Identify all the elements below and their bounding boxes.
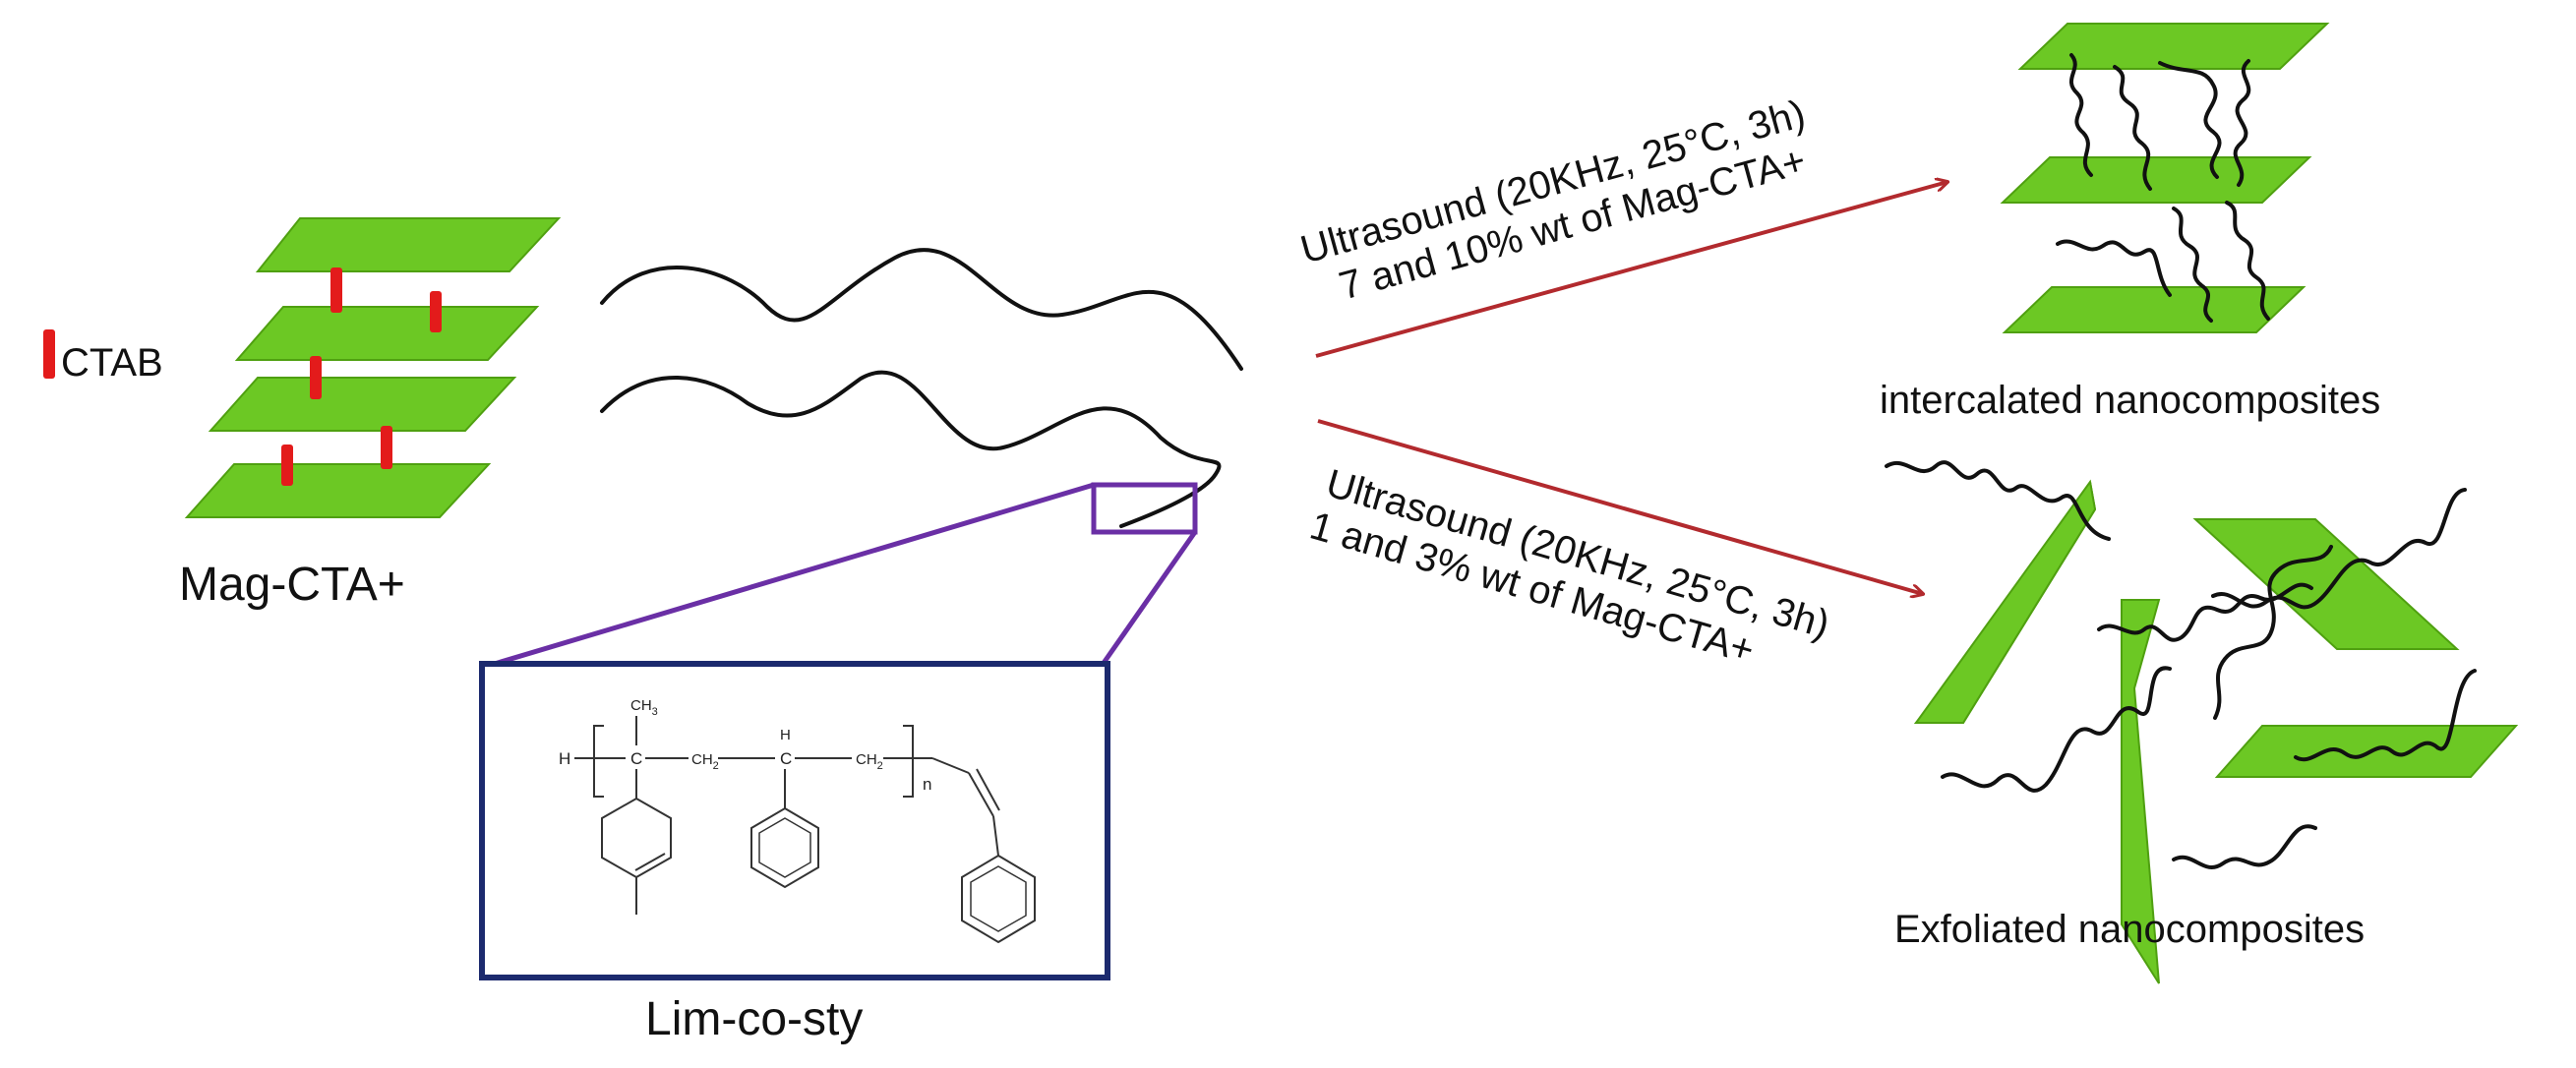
clay-sheet [2214, 725, 2519, 778]
structure-repeat-n: n [923, 775, 931, 794]
exfoliated-label: Exfoliated nanocomposites [1894, 908, 2365, 951]
polymer-chain [2225, 201, 2270, 321]
polymer-chain [2233, 59, 2251, 187]
ctab-legend-swatch [43, 329, 55, 379]
zoom-guide-line [487, 482, 1095, 669]
clay-sheet [2000, 156, 2312, 204]
structure-quaternary-carbon: C [630, 749, 642, 768]
intercalated-nanocomposite: intercalated nanocomposites [1880, 23, 2380, 422]
repeat-bracket-left [593, 725, 604, 798]
ctab-legend-label: CTAB [61, 341, 163, 385]
structure-ch2-b: CH2 [856, 751, 883, 772]
polymer-chain [2056, 239, 2172, 297]
exfoliated-nanocomposite: Exfoliated nanocomposites [1885, 460, 2519, 984]
ctab-pillar [281, 445, 293, 486]
mag-cta-label: Mag-CTA+ [179, 559, 405, 611]
ctab-pillar [330, 267, 342, 313]
structure-ch2-a: CH2 [691, 751, 719, 772]
ctab-pillar [310, 356, 322, 399]
ctab-pillar [430, 291, 442, 332]
clay-sheet [2121, 599, 2161, 984]
polymer-chain [1885, 460, 2111, 541]
clay-sheet [255, 217, 562, 272]
lim-co-sty-structure-inset: H CH3 C CH2 H C CH2 n [479, 661, 1110, 1045]
ctab-legend: CTAB [43, 329, 163, 385]
upper-reaction-arrow [1315, 182, 1947, 358]
polymer-chain [600, 248, 1243, 371]
zoom-guide-line [1099, 530, 1198, 668]
copolymer-chains [487, 248, 1243, 669]
structure-methyl: CH3 [630, 697, 658, 718]
polymer-chain [1941, 666, 2172, 793]
repeat-bracket-right [903, 725, 914, 798]
polymer-chain [2172, 824, 2317, 869]
upper-reaction-path: Ultrasound (20KHz, 25°C, 3h) 7 and 10% w… [1296, 92, 1947, 358]
clay-sheet [2192, 518, 2460, 650]
mag-cta-clay-stack: Mag-CTA+ [179, 217, 562, 611]
lower-reaction-path: Ultrasound (20KHz, 25°C, 3h) 1 and 3% wt… [1305, 419, 1923, 673]
polymer-chain [2113, 65, 2152, 191]
structure-ch-carbon: C [780, 749, 792, 768]
polymer-chain [2158, 61, 2222, 179]
intercalated-label: intercalated nanocomposites [1880, 379, 2380, 422]
structure-ch-hydrogen: H [780, 727, 791, 743]
clay-sheet [234, 306, 540, 361]
clay-sheet [184, 463, 492, 518]
polymer-chain [2069, 53, 2093, 177]
structure-h-end: H [559, 749, 570, 768]
clay-sheet [208, 377, 517, 432]
polymer-chain [2211, 488, 2467, 610]
styrene-ring [750, 806, 819, 889]
lower-reaction-arrow [1317, 419, 1923, 594]
polymer-chain [2294, 669, 2477, 762]
zoom-selection-box [1091, 482, 1198, 535]
styrene-ring [961, 854, 1036, 944]
clay-sheet [2002, 286, 2306, 333]
clay-sheet [1914, 479, 2097, 724]
clay-sheet [2017, 23, 2330, 70]
polymer-chain [600, 370, 1222, 528]
structure-inset-frame [479, 661, 1110, 980]
polymer-chain [2172, 207, 2213, 323]
lim-co-sty-label: Lim-co-sty [645, 993, 863, 1045]
structure-bonds [574, 716, 1036, 944]
polymer-chain [2213, 545, 2333, 720]
ctab-pillar [381, 426, 392, 469]
